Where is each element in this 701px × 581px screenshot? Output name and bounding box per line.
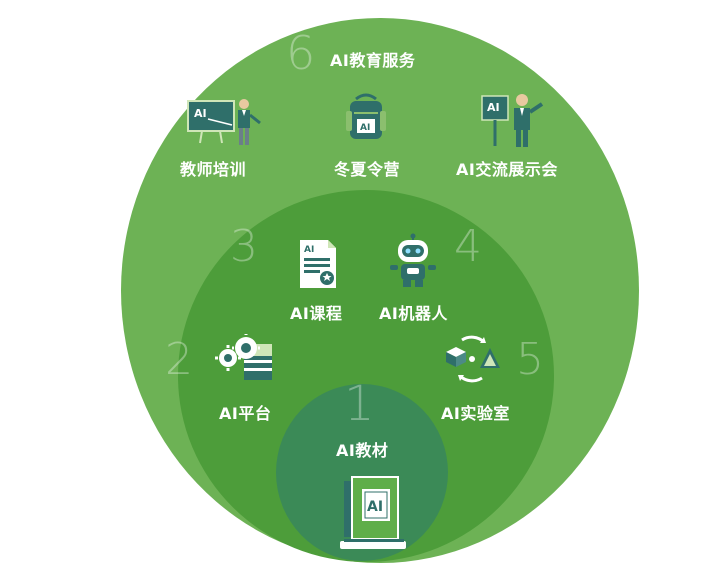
lab-cycle-icon bbox=[442, 334, 504, 384]
certificate-document-icon: AI bbox=[298, 238, 340, 290]
label-winter-summer-camp: 冬夏令营 bbox=[334, 160, 401, 179]
number-5: 5 bbox=[516, 334, 544, 385]
number-3: 3 bbox=[230, 221, 258, 272]
textbook-text: AI bbox=[367, 499, 383, 515]
backpack-icon: AI bbox=[344, 93, 388, 143]
label-teacher-training: 教师培训 bbox=[180, 160, 247, 179]
teacher-training-icon: AI bbox=[186, 95, 266, 150]
diagram-title: AI教育服务 bbox=[330, 51, 416, 70]
label-ai-textbook: AI教材 bbox=[336, 441, 389, 460]
sign-text: AI bbox=[487, 101, 500, 114]
label-ai-robot: AI机器人 bbox=[379, 304, 448, 323]
number-4: 4 bbox=[454, 221, 482, 272]
gears-server-icon bbox=[214, 334, 276, 384]
number-6: 6 bbox=[286, 26, 316, 80]
textbook-icon: AI bbox=[338, 475, 410, 553]
label-ai-course: AI课程 bbox=[290, 304, 343, 323]
number-2: 2 bbox=[165, 334, 193, 385]
doc-text: AI bbox=[304, 245, 314, 255]
number-1: 1 bbox=[344, 376, 375, 432]
label-ai-platform: AI平台 bbox=[219, 404, 272, 423]
robot-icon bbox=[388, 233, 438, 290]
board-text: AI bbox=[194, 107, 207, 120]
label-ai-exhibition: AI交流展示会 bbox=[456, 160, 558, 179]
label-ai-lab: AI实验室 bbox=[441, 404, 510, 423]
presenter-icon: AI bbox=[476, 92, 550, 148]
pack-text: AI bbox=[360, 123, 370, 133]
